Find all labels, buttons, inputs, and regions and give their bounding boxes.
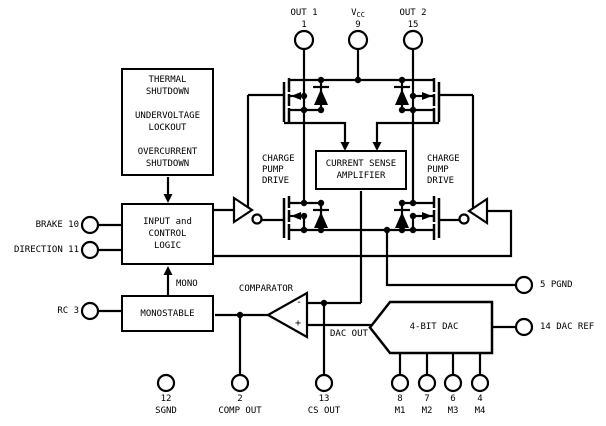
protection-line: SHUTDOWN	[145, 87, 190, 97]
body-arrow-upper-left-icon	[291, 92, 301, 100]
mosfet-lower-right	[432, 196, 441, 240]
diode-lower-right-icon	[395, 212, 409, 228]
pin-csout-number: 13	[318, 394, 330, 404]
pin-sgnd-label: SGND	[155, 406, 177, 416]
protection-line: SHUTDOWN	[145, 159, 190, 169]
wire-right-gate-bus	[214, 209, 513, 258]
pin-m4-circle	[470, 373, 490, 393]
arrow-csamp-left-icon	[340, 142, 350, 151]
pin-m4-number: 4	[477, 394, 483, 404]
protection-line: OVERCURRENT	[137, 147, 198, 157]
pin-m3-number: 6	[450, 394, 456, 404]
mosfet-upper-left	[282, 78, 291, 124]
protection-line: UNDERVOLTAGE	[134, 111, 201, 121]
mosfet-upper-right	[432, 78, 441, 124]
current-sense-amplifier-block: CURRENT SENSE AMPLIFIER	[315, 150, 407, 190]
body-arrow-lower-left-icon	[291, 212, 301, 220]
pin-brake-label: BRAKE 10	[35, 220, 79, 230]
wire-pgnd	[385, 230, 516, 287]
pin-out2-label: OUT 2	[399, 8, 427, 18]
pin-rc-circle	[80, 301, 100, 321]
pin-m1-label: M1	[394, 406, 406, 416]
pin-compout-circle	[230, 373, 250, 393]
pin-dacref-circle	[514, 317, 534, 337]
diode-upper-right-icon	[395, 89, 409, 105]
pin-sgnd-circle	[156, 373, 176, 393]
pin-m2-circle	[417, 373, 437, 393]
monostable-block: MONOSTABLE	[121, 295, 214, 332]
diode-upper-left-icon	[314, 89, 328, 105]
pin-direction-circle	[80, 240, 100, 260]
comparator-plus-sign: +	[295, 318, 302, 329]
pin-m1-number: 8	[397, 394, 403, 404]
pin-out1-circle	[293, 29, 315, 51]
pin-m3-circle	[443, 373, 463, 393]
pin-sgnd-number: 12	[160, 394, 172, 404]
pin-m3-label: M3	[447, 406, 459, 416]
diode-lower-left-icon	[314, 212, 328, 228]
inverter-right-bubble-icon	[458, 213, 470, 225]
inverter-right	[467, 196, 489, 226]
body-arrow-lower-right-icon	[422, 212, 432, 220]
inverter-left	[232, 195, 254, 225]
pin-dacref-label: 14 DAC REF	[540, 322, 595, 332]
pin-csout-circle	[314, 373, 334, 393]
junction-dots	[236, 76, 417, 319]
protection-line: LOCKOUT	[148, 123, 187, 133]
arrow-csamp-right-icon	[372, 142, 382, 151]
pin-compout-label: COMP OUT	[218, 406, 262, 416]
pin-out1-number: 1	[301, 20, 307, 30]
pin-csout-label: CS OUT	[307, 406, 341, 416]
protection-line: THERMAL	[148, 75, 187, 85]
comparator-label: COMPARATOR	[238, 284, 294, 294]
dac-out-label: DAC OUT	[330, 329, 368, 339]
pin-pgnd-label: 5 PGND	[540, 280, 573, 290]
pin-m2-label: M2	[421, 406, 433, 416]
pin-out2-circle	[402, 29, 424, 51]
arrow-protection-to-logic-icon	[163, 194, 173, 203]
mosfet-lower-left	[282, 196, 291, 240]
pin-pgnd-circle	[514, 275, 534, 295]
dac-shape	[368, 300, 494, 355]
pin-vcc-number: 9	[355, 20, 361, 30]
pin-vcc-circle	[347, 29, 369, 51]
pin-rc-label: RC 3	[57, 306, 79, 316]
pin-direction-label: DIRECTION 11	[13, 245, 79, 255]
protection-block: THERMAL SHUTDOWN UNDERVOLTAGE LOCKOUT OV…	[121, 68, 214, 176]
pin-out1-label: OUT 1	[290, 8, 318, 18]
pin-m2-number: 7	[424, 394, 430, 404]
arrow-mono-icon	[163, 266, 173, 275]
pin-vcc-label: VCC	[351, 8, 365, 19]
pin-m1-circle	[390, 373, 410, 393]
dac-label: 4-BIT DAC	[409, 322, 459, 332]
inverter-left-bubble-icon	[251, 213, 263, 225]
comparator-minus-sign: -	[296, 297, 303, 308]
comparator-triangle	[265, 291, 309, 339]
body-arrow-upper-right-icon	[422, 92, 432, 100]
pin-m4-label: M4	[474, 406, 486, 416]
input-control-logic-block: INPUT and CONTROL LOGIC	[121, 203, 214, 265]
pin-out2-number: 15	[407, 20, 419, 30]
pin-compout-number: 2	[237, 394, 243, 404]
body-diodes	[313, 80, 410, 230]
mono-label: MONO	[176, 279, 198, 289]
pin-brake-circle	[80, 215, 100, 235]
